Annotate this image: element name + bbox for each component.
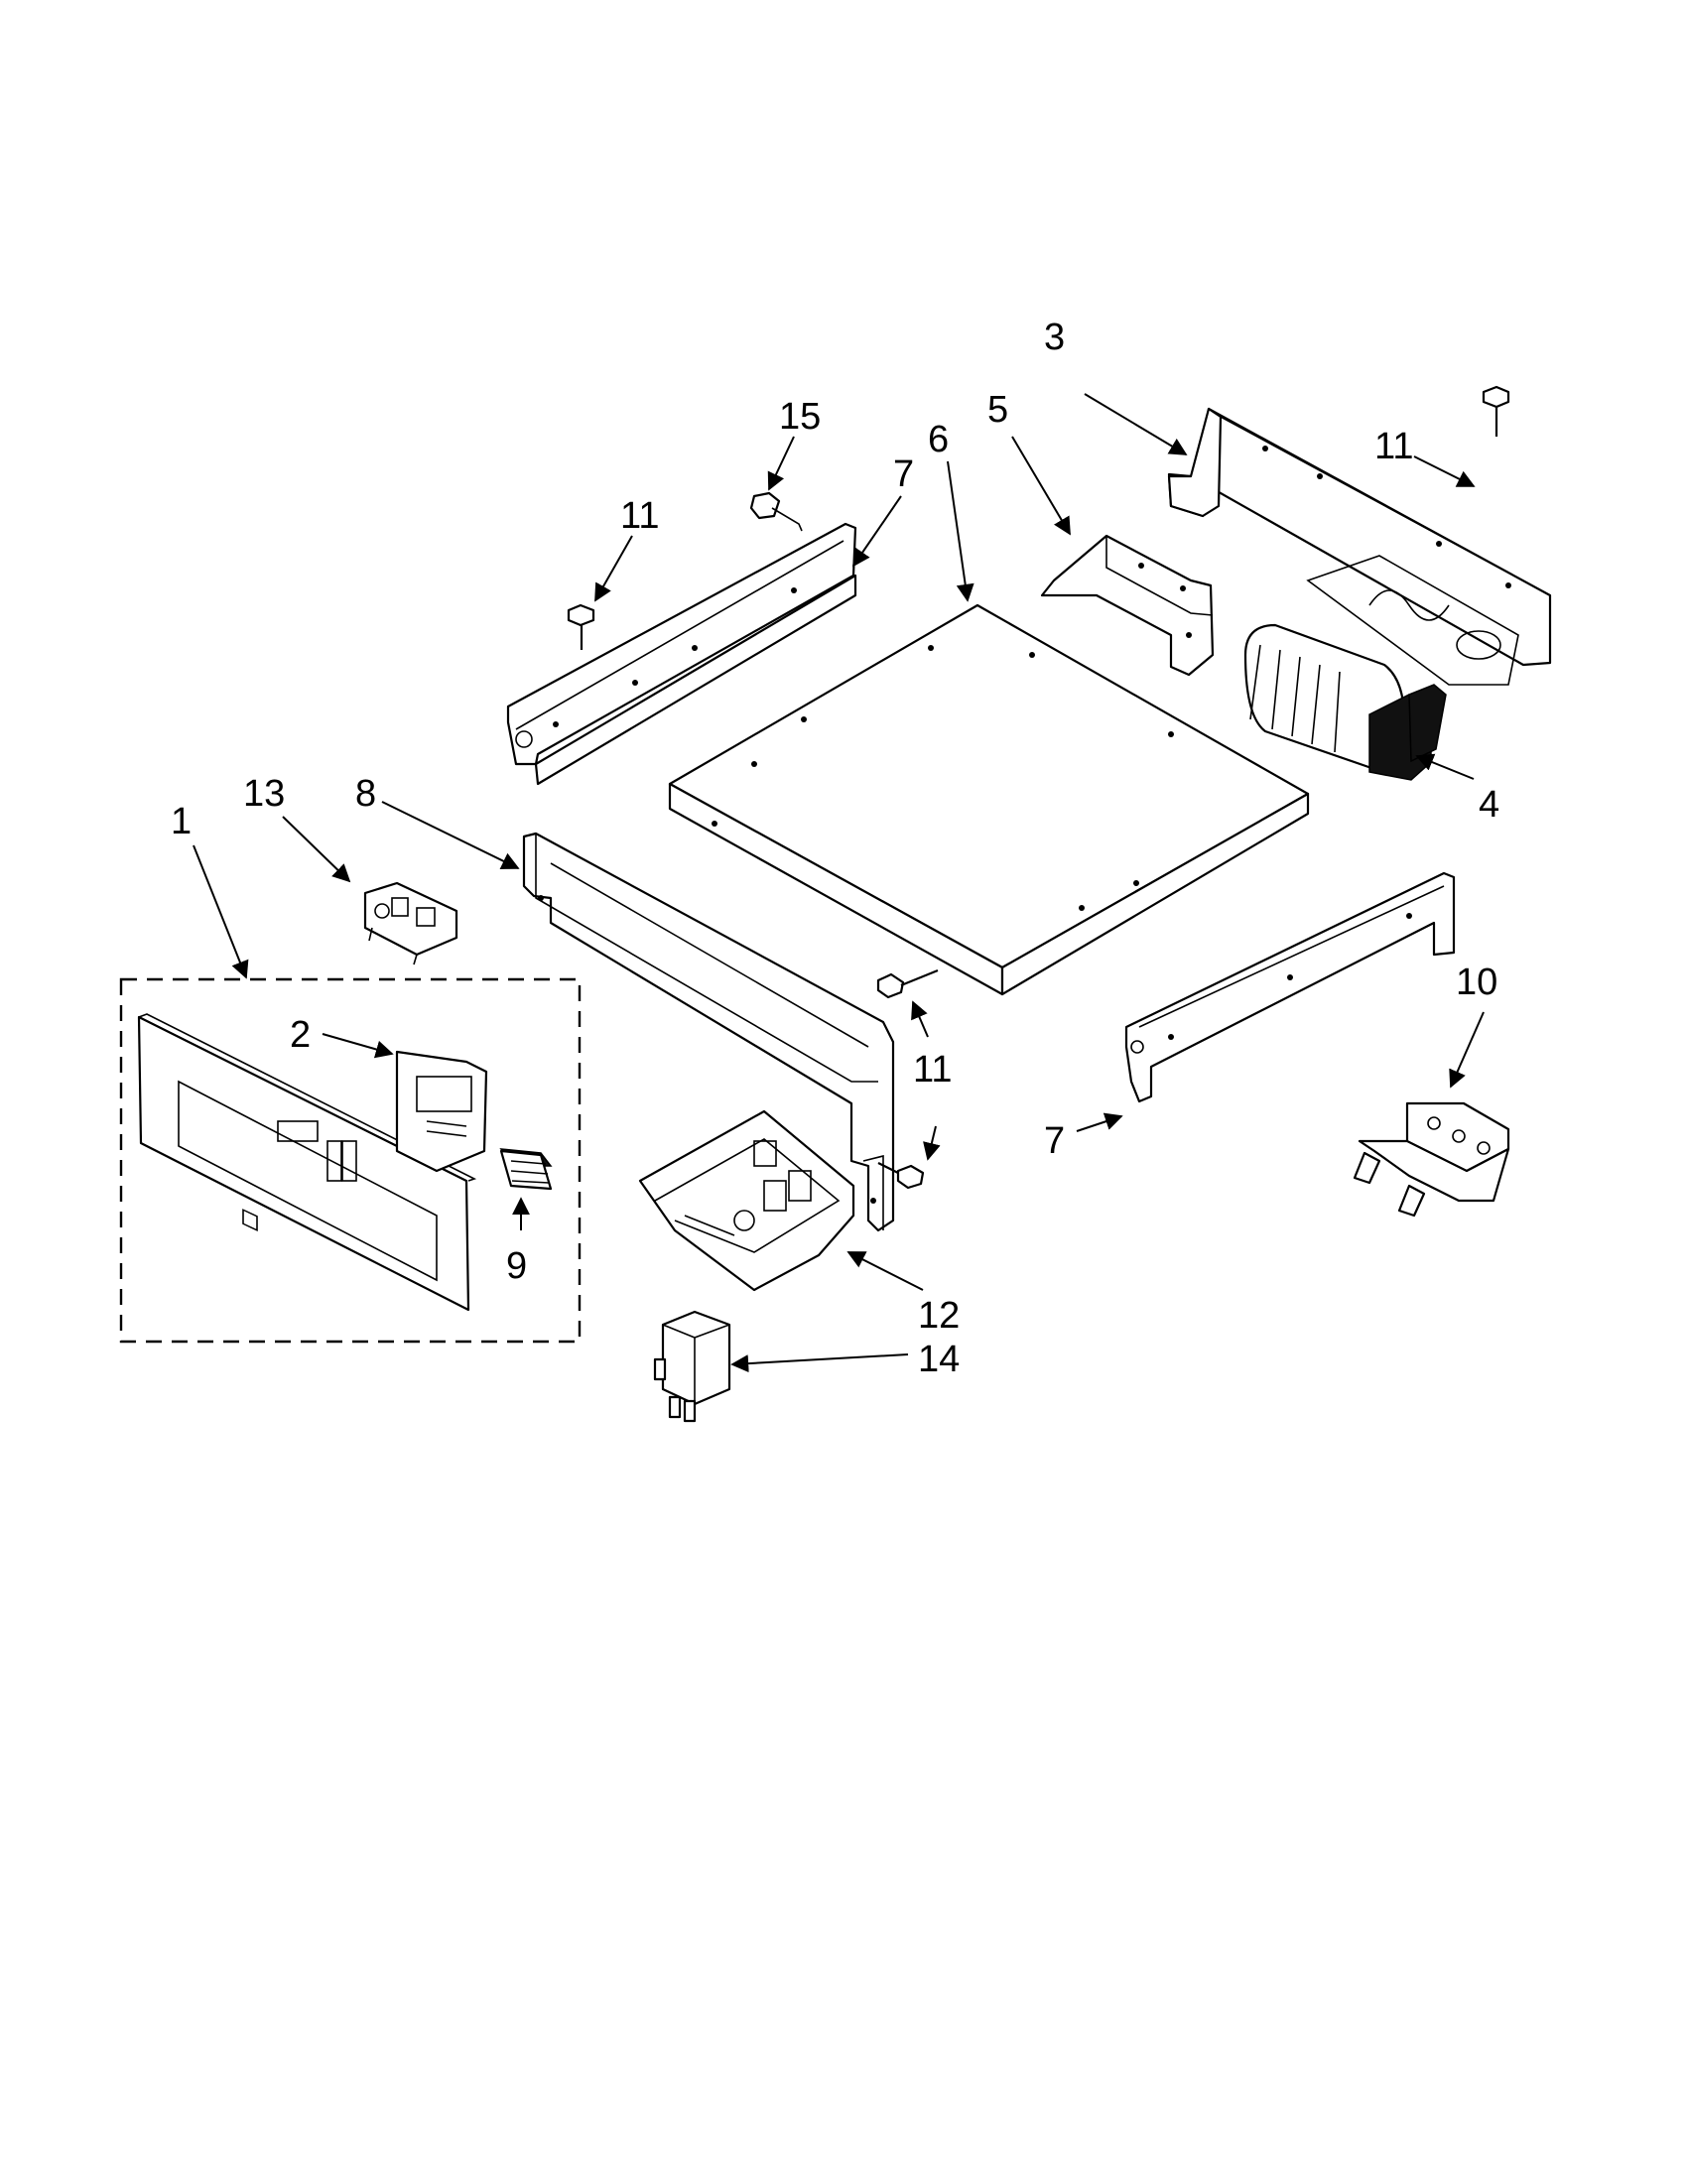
leader-11-middle (911, 1000, 929, 1038)
leader-6 (947, 460, 974, 602)
callout-10: 10 (1456, 962, 1497, 1003)
part-8-front-rail (522, 832, 895, 1232)
callout-1: 1 (171, 801, 192, 842)
part-3-rear-bracket (1167, 407, 1552, 686)
callout-13: 13 (243, 773, 285, 815)
leader-7-lower (1076, 1112, 1123, 1132)
part-14-relay (653, 1310, 731, 1423)
leader-8 (381, 801, 520, 869)
part-2-display (395, 1050, 488, 1173)
leader-1 (193, 844, 249, 979)
part-11-screw-upper-right (1482, 385, 1510, 437)
callout-4: 4 (1479, 784, 1499, 826)
part-11-screw-middle (876, 968, 939, 999)
part-15-screw (749, 491, 803, 532)
leader-lines (193, 393, 1485, 1373)
assembly-1-box (119, 977, 582, 1344)
leader-14 (730, 1353, 909, 1373)
callout-11-lower: 11 (913, 1049, 952, 1091)
leader-15 (767, 436, 795, 491)
part-1-control-panel (137, 1013, 477, 1312)
leader-11-upper-left (594, 535, 633, 602)
callout-11-upper-left: 11 (620, 495, 659, 537)
part-7-lower-side-rail (1124, 871, 1456, 1103)
leader-2 (322, 1033, 394, 1059)
callout-5: 5 (987, 389, 1008, 431)
part-5-small-bracket (1040, 534, 1215, 677)
leader-3 (1084, 393, 1188, 455)
callout-3: 3 (1044, 317, 1065, 358)
part-4-blower-fan (1243, 623, 1447, 781)
leader-12 (846, 1251, 924, 1291)
leader-13 (282, 816, 351, 883)
callout-8: 8 (355, 773, 376, 815)
leader-5 (1011, 436, 1071, 536)
callout-9: 9 (506, 1245, 527, 1287)
callouts: 1 2 3 4 5 6 7 7 8 9 10 11 11 11 12 13 14… (171, 317, 1499, 1380)
callout-7-lower: 7 (1044, 1120, 1065, 1162)
leader-11-lower (923, 1125, 941, 1161)
part-6-top-panel (668, 603, 1310, 996)
part-9-keypad (499, 1148, 553, 1191)
leader-7-upper (851, 495, 902, 568)
part-12-control-board (638, 1109, 855, 1292)
callout-7-upper: 7 (893, 453, 914, 495)
part-13-filter-board (363, 881, 458, 965)
part-10-bracket (1353, 1101, 1510, 1218)
callout-15: 15 (779, 396, 821, 438)
leader-11-upper-right (1413, 455, 1476, 487)
part-7-upper-side-rail (506, 522, 857, 786)
callout-12: 12 (918, 1295, 960, 1337)
part-11-screw-lower (877, 1162, 925, 1190)
leader-4 (1415, 753, 1475, 780)
part-11-screw-upper-left (567, 603, 595, 650)
callout-14: 14 (918, 1339, 960, 1380)
leader-10 (1449, 1011, 1485, 1089)
callout-11-upper-right: 11 (1374, 426, 1413, 467)
callout-2: 2 (290, 1014, 311, 1056)
callout-6: 6 (928, 419, 949, 460)
